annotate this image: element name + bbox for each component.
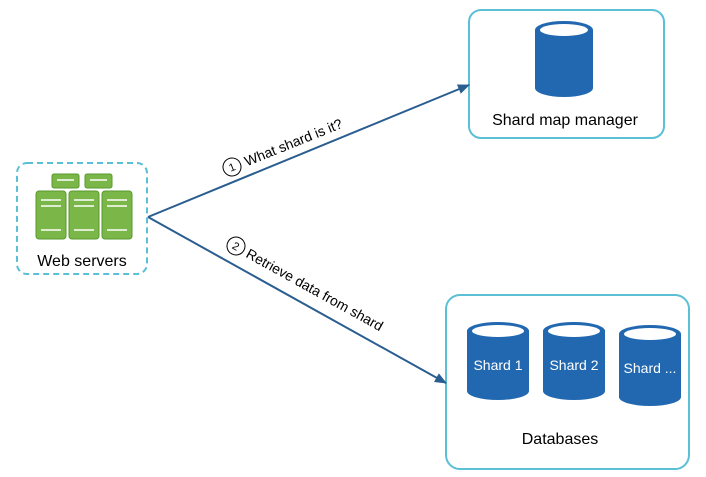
arrow-to-databases [147, 216, 447, 384]
shard-1-label: Shard 1 [473, 357, 522, 373]
shard-1-database-icon [467, 322, 529, 400]
step-2-number: 2 [230, 240, 241, 253]
edge-retrieve-data: 2 Retrieve data from shard [147, 216, 447, 384]
shard-map-manager-box [468, 9, 665, 139]
shard-map-manager-node: Shard map manager [468, 9, 665, 139]
shard-2-database-icon [543, 322, 605, 400]
databases-label: Databases [522, 431, 599, 448]
step-1-number: 1 [227, 161, 237, 174]
shard-n-label: Shard ... [624, 360, 677, 376]
server-rack-icon [35, 173, 133, 240]
web-servers-node: Web servers [16, 162, 148, 275]
step-1-badge [222, 157, 242, 177]
database-icon [535, 21, 593, 97]
web-servers-label: Web servers [37, 253, 127, 270]
shard-n-database-icon [619, 325, 681, 406]
web-servers-box [16, 162, 148, 275]
edge-2-label: Retrieve data from shard [243, 245, 386, 334]
shard-2-label: Shard 2 [549, 357, 598, 373]
databases-node: Shard 1 Shard 2 Shard ... Databases [445, 294, 690, 470]
arrow-to-shard-map-manager [147, 84, 470, 218]
step-2-badge [226, 236, 246, 256]
edge-what-shard: 1 What shard is it? [147, 84, 470, 218]
shard-map-manager-label: Shard map manager [492, 112, 639, 129]
